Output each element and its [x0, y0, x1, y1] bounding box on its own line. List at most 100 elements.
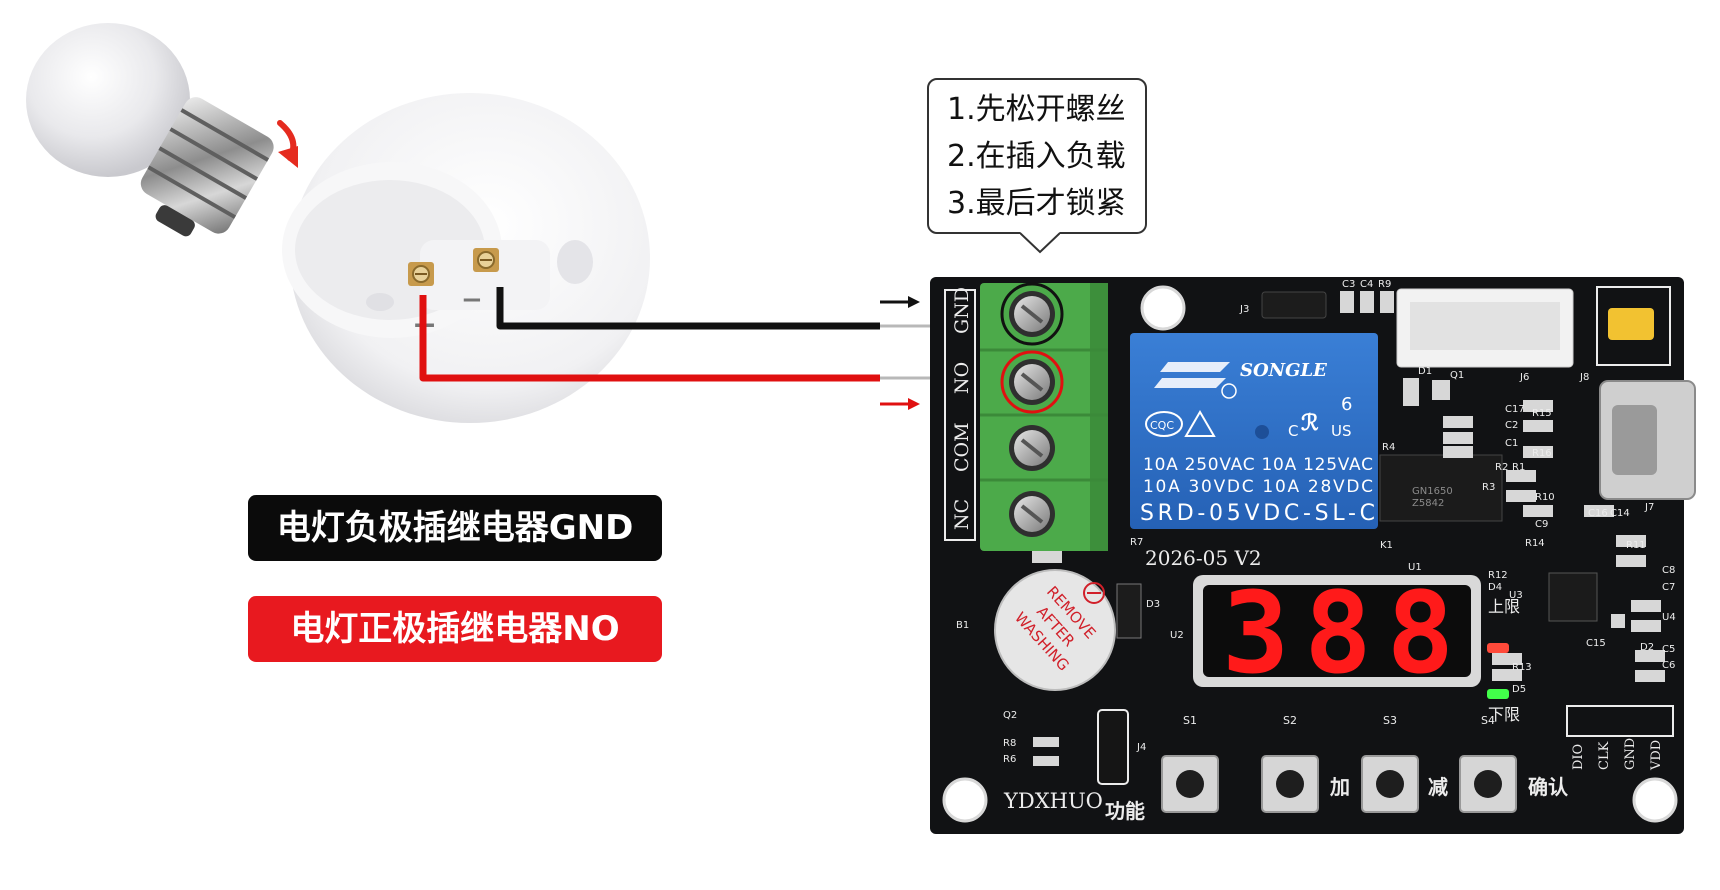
svg-text:C1: C1: [1505, 438, 1518, 449]
svg-text:R13: R13: [1512, 662, 1532, 673]
svg-text:C8: C8: [1662, 565, 1675, 576]
component-j4: [1097, 709, 1129, 785]
buzzer: REMOVE AFTER WASHING: [994, 569, 1116, 691]
smd-components: [1032, 291, 1665, 766]
svg-text:C4: C4: [1360, 279, 1373, 290]
svg-text:J7: J7: [1644, 502, 1654, 513]
svg-text:C6: C6: [1662, 660, 1675, 671]
svg-text:J4: J4: [1136, 742, 1146, 753]
label-negative-to-gnd: 电灯负极插继电器GND: [248, 495, 662, 561]
led-upper-limit: [1487, 643, 1509, 653]
chip-text-2: Z5842: [1412, 498, 1444, 509]
relay-pin-number: 6: [1341, 394, 1352, 415]
header-pin-dio: DIO: [1571, 744, 1586, 770]
button-confirm[interactable]: [1459, 755, 1517, 813]
label-positive-to-no: 电灯正极插继电器NO: [248, 596, 662, 662]
svg-text:R10: R10: [1535, 492, 1555, 503]
button-subtract[interactable]: [1361, 755, 1419, 813]
svg-text:J8: J8: [1579, 372, 1589, 383]
light-bulb: [26, 23, 274, 237]
jumper-j8: [1608, 308, 1654, 340]
svg-text:R12: R12: [1488, 570, 1508, 581]
svg-text:C16: C16: [1588, 508, 1608, 519]
seven-segment-display: 388: [1193, 569, 1481, 699]
callout-pointer: [1020, 232, 1060, 254]
relay-brand: SONGLE: [1240, 360, 1327, 381]
svg-text:U1: U1: [1408, 562, 1422, 573]
instruction-callout: 1.先松开螺丝 2.在插入负载 3.最后才锁紧: [927, 78, 1147, 234]
header-pin-gnd: GND: [1623, 738, 1638, 770]
screw-com: [1009, 425, 1055, 471]
socket-terminal-negative: [473, 248, 499, 272]
relay-cert-triangle-icon: [1184, 410, 1216, 437]
instruction-step-3: 3.最后才锁紧: [947, 186, 1126, 221]
svg-text:ℛ: ℛ: [1301, 410, 1319, 436]
svg-text:D2: D2: [1640, 642, 1654, 653]
terminal-labels: GND NO COM NC: [944, 287, 976, 541]
relay-module: SONGLE 6 CQC C ℛ US 10A 250VAC 10A 125VA…: [1130, 333, 1378, 529]
terminal-label-no: NO: [951, 362, 973, 394]
screw-gnd: [1000, 282, 1064, 346]
svg-text:C7: C7: [1662, 582, 1675, 593]
display-value: 388: [1222, 569, 1454, 699]
button-function[interactable]: [1161, 755, 1219, 813]
svg-text:R4: R4: [1382, 442, 1395, 453]
terminal-label-com: COM: [951, 422, 973, 472]
switch-id-s2: S2: [1283, 714, 1297, 727]
svg-text:R14: R14: [1525, 538, 1545, 549]
board-brand: YDXHUO: [1003, 789, 1103, 813]
component-d3: [1116, 583, 1142, 639]
svg-text:D4: D4: [1488, 582, 1502, 593]
label-upper-limit: 上限: [1488, 597, 1520, 616]
svg-text:C5: C5: [1662, 644, 1675, 655]
tactile-buttons: [1161, 755, 1517, 813]
terminal-label-nc: NC: [951, 499, 973, 530]
instruction-step-1: 1.先松开螺丝: [947, 92, 1126, 127]
relay-cert-cqc: CQC: [1150, 419, 1174, 432]
insert-arrow-head: [278, 146, 298, 168]
component-j3: [1261, 291, 1327, 319]
switch-id-s1: S1: [1183, 714, 1197, 727]
instruction-step-2: 2.在插入负载: [947, 139, 1126, 174]
svg-text:C17: C17: [1505, 404, 1525, 415]
button-add[interactable]: [1261, 755, 1319, 813]
led-lower-limit: [1487, 689, 1509, 699]
screw-terminal-block: [980, 282, 1108, 551]
arrow-red-icon: [880, 398, 920, 410]
relay-board: GND NO COM NC: [930, 277, 1696, 834]
svg-text:D1: D1: [1418, 366, 1432, 377]
svg-text:R15: R15: [1532, 408, 1552, 419]
svg-text:U3: U3: [1509, 590, 1523, 601]
lamp-socket: + −: [282, 93, 650, 423]
svg-text:K1: K1: [1380, 540, 1393, 551]
svg-text:C9: C9: [1535, 519, 1548, 530]
button-label-confirm: 确认: [1528, 775, 1569, 799]
label-lower-limit: 下限: [1488, 705, 1520, 724]
button-label-add: 加: [1329, 775, 1350, 799]
svg-text:Q2: Q2: [1003, 710, 1017, 721]
svg-text:R7: R7: [1130, 537, 1143, 548]
svg-text:B1: B1: [956, 620, 969, 631]
svg-text:C3: C3: [1342, 279, 1355, 290]
highlight-circle-gnd: [1000, 282, 1064, 346]
header-pin-clk: CLK: [1597, 741, 1612, 770]
svg-text:J6: J6: [1519, 372, 1529, 383]
svg-text:R9: R9: [1378, 279, 1391, 290]
svg-text:R3: R3: [1482, 482, 1495, 493]
svg-text:C2: C2: [1505, 420, 1518, 431]
svg-text:U2: U2: [1170, 630, 1184, 641]
svg-text:U4: U4: [1662, 612, 1676, 623]
svg-text:R11: R11: [1626, 540, 1646, 551]
switch-id-s3: S3: [1383, 714, 1397, 727]
socket-minus-sign: −: [461, 285, 483, 315]
svg-text:R6: R6: [1003, 754, 1016, 765]
relay-rating-1: 10A 250VAC 10A 125VAC: [1143, 455, 1373, 475]
relay-rating-2: 10A 30VDC 10A 28VDC: [1143, 477, 1373, 497]
svg-text:D3: D3: [1146, 599, 1160, 610]
relay-logo-icon: [1154, 362, 1230, 388]
chip-u3: [1548, 572, 1598, 622]
svg-text:C15: C15: [1586, 638, 1606, 649]
screw-nc: [1009, 491, 1055, 537]
arrow-black-icon: [880, 296, 920, 308]
